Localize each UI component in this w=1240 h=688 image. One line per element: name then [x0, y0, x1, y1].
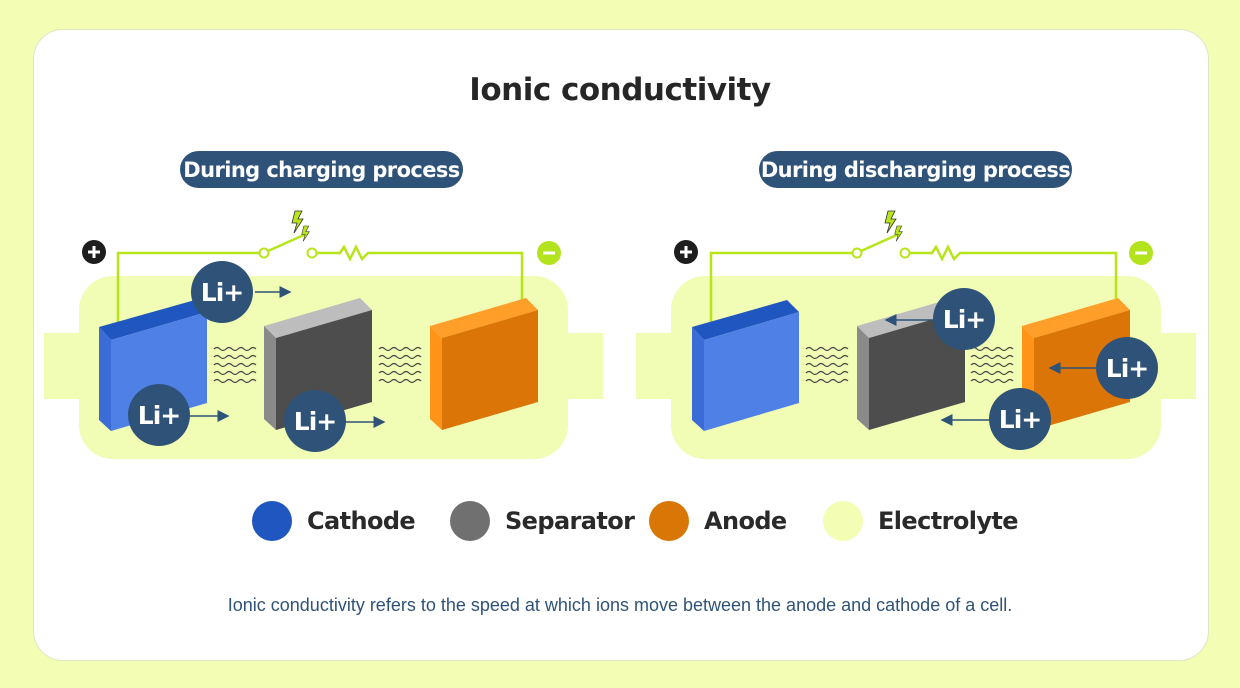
caption-text: Ionic conductivity refers to the speed a…	[227, 595, 1013, 615]
legend-label-electrolyte: Electrolyte	[878, 507, 1019, 535]
anode-top	[1022, 298, 1130, 338]
anode-front	[1034, 310, 1130, 430]
charging-process-text: During charging process	[183, 157, 460, 182]
cathode-top	[692, 300, 799, 340]
ion-label: Li+	[999, 405, 1041, 434]
legend-label-separator: Separator	[505, 507, 635, 535]
discharging-diagram: Li+ Li+ Li+	[636, 210, 1196, 459]
switch-contact-left	[851, 247, 863, 259]
legend-swatch-electrolyte	[823, 501, 863, 541]
separator-side	[857, 326, 869, 430]
ion-label: Li+	[138, 401, 180, 430]
cathode-side	[99, 327, 111, 431]
charging-diagram: Li+ Li+ Li+	[44, 210, 603, 459]
lithium-ion: Li+	[989, 388, 1051, 450]
legend-separator: Separator	[450, 501, 635, 541]
switch-contact-right	[899, 247, 911, 259]
ion-label: Li+	[1106, 354, 1148, 383]
electrolyte-tab-left	[636, 333, 676, 399]
page-title: Ionic conductivity	[469, 72, 771, 108]
lithium-ion: Li+	[284, 390, 346, 452]
legend-swatch-cathode	[252, 501, 292, 541]
separator-front	[869, 310, 965, 430]
lightning-icon	[301, 225, 310, 242]
legend-cathode: Cathode	[252, 501, 416, 541]
separator-top	[264, 298, 372, 338]
switch-lever	[267, 232, 307, 253]
anode-side	[430, 326, 442, 430]
switch-contact-right	[306, 247, 318, 259]
cathode-side	[692, 327, 704, 431]
lightning-icon	[291, 210, 304, 234]
circuit-wire	[709, 244, 1118, 326]
legend-swatch-anode	[649, 501, 689, 541]
charging-process-label: During charging process	[180, 151, 463, 188]
lightning-icon	[884, 210, 897, 234]
ion-label: Li+	[294, 407, 336, 436]
lithium-ion: Li+	[933, 288, 995, 350]
switch-contact-left	[258, 247, 270, 259]
lithium-ion: Li+	[128, 384, 190, 446]
discharging-process-text: During discharging process	[760, 157, 1071, 182]
legend-swatch-separator	[450, 501, 490, 541]
legend-electrolyte: Electrolyte	[823, 501, 1019, 541]
legend-label-anode: Anode	[704, 507, 787, 535]
legend-label-cathode: Cathode	[307, 507, 416, 535]
circuit-wire	[116, 244, 524, 326]
legend-anode: Anode	[649, 501, 787, 541]
electrolyte-tab-left	[44, 333, 84, 399]
switch-lever	[860, 232, 900, 253]
lightning-icon	[894, 225, 903, 242]
anode-top	[430, 298, 538, 338]
discharging-process-label: During discharging process	[759, 151, 1072, 188]
separator-side	[264, 326, 276, 430]
anode-front	[442, 310, 538, 430]
cathode-front	[704, 312, 799, 431]
lithium-ion: Li+	[191, 261, 253, 323]
lithium-ion: Li+	[1096, 337, 1158, 399]
ion-label: Li+	[201, 278, 243, 307]
cathode-top	[99, 300, 207, 340]
ion-label: Li+	[943, 305, 985, 334]
